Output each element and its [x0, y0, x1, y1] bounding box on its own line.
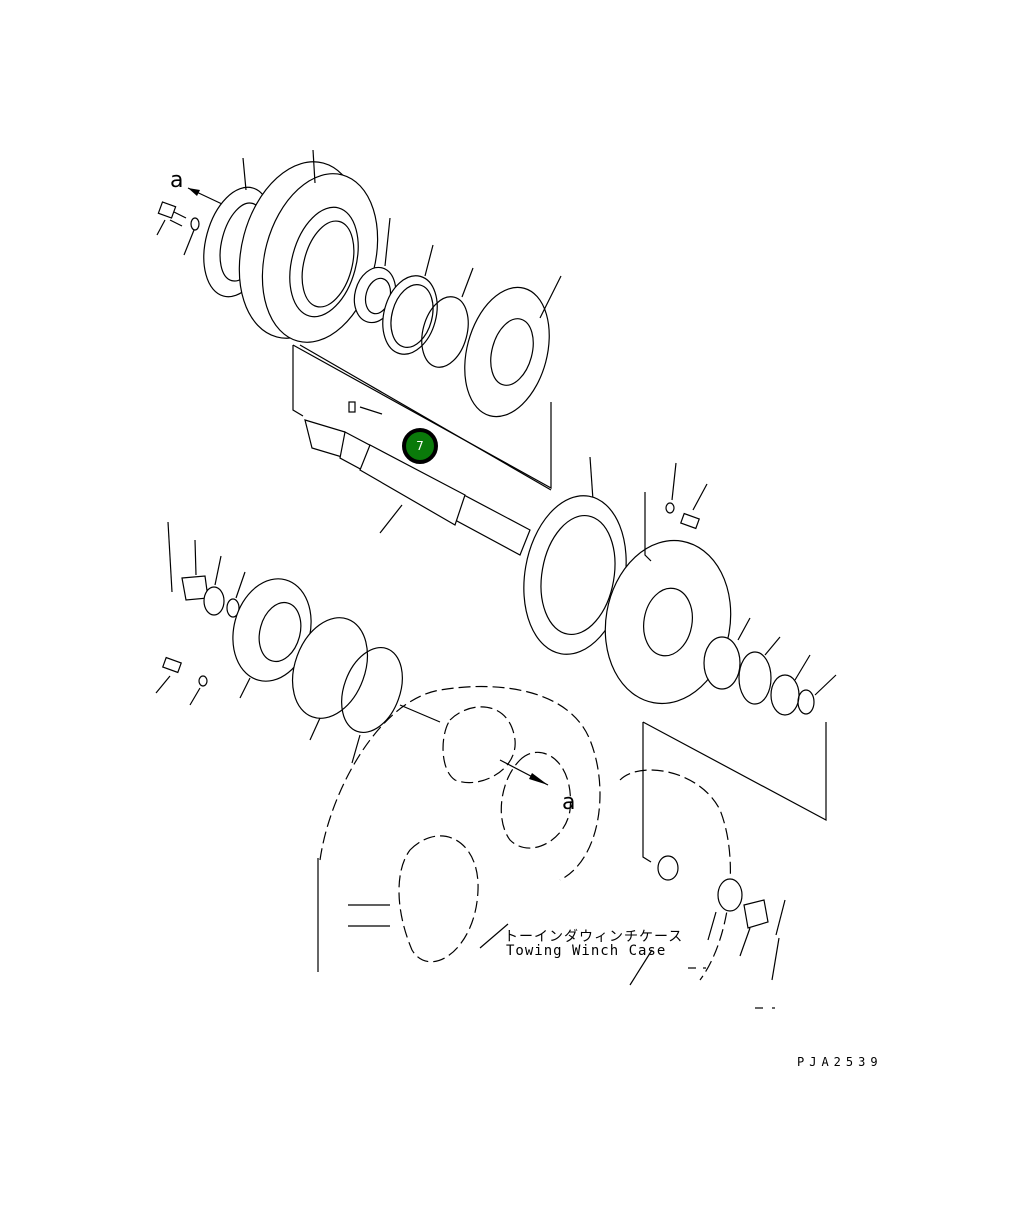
top-gear-assembly: [156, 149, 562, 418]
case-label-english: Towing Winch Case: [506, 943, 667, 959]
case-label-japanese: トーインダウィンチケース: [504, 929, 684, 945]
drum-assembly: [523, 456, 837, 716]
drawing-id: PJA2539: [797, 1055, 883, 1069]
view-marker-top: a: [170, 168, 184, 193]
callout-number: 7: [416, 439, 424, 453]
left-hub-assembly: [155, 521, 403, 764]
towing-winch-case: [317, 685, 827, 1009]
callout-marker-7[interactable]: 7: [402, 428, 438, 464]
shaft: [304, 401, 531, 556]
view-marker-case: a: [562, 790, 576, 815]
